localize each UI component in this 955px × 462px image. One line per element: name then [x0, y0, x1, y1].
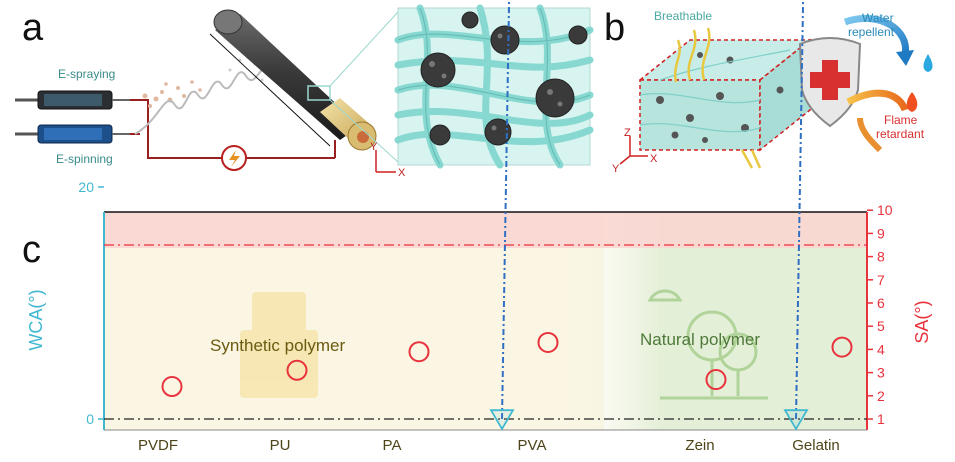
sa-tick-label: 2: [877, 388, 885, 404]
flame-label-2: retardant: [876, 127, 925, 141]
sa-marker: [705, 369, 727, 391]
panel-c-letter: c: [22, 229, 41, 271]
wca-tick-label: 20: [78, 179, 94, 195]
spinning-syringe: [15, 124, 135, 144]
synthetic-watermark-icon: [240, 292, 318, 398]
sa-tick-label: 3: [877, 365, 885, 381]
inset-axis-x: X: [398, 167, 406, 179]
flame-label-1: Flame: [884, 113, 918, 127]
wca-axis-title: WCA(°): [26, 289, 46, 350]
b-axis-x: X: [650, 153, 658, 165]
b-axis-y: Y: [612, 163, 620, 175]
category-label: PVA: [518, 437, 547, 454]
category-label: PU: [270, 437, 291, 454]
spraying-label: E-spraying: [58, 67, 115, 81]
flame-icon: [906, 92, 918, 112]
sa-tick-label: 6: [877, 295, 885, 311]
wca-before-marker: [489, 409, 515, 431]
sa-tick-label: 1: [877, 411, 885, 427]
category-label: PA: [383, 437, 402, 454]
transition-region-bg: [560, 212, 660, 430]
membrane-block: [637, 38, 813, 152]
wca-tick-label: 0: [86, 411, 94, 427]
top-band-bg: [104, 212, 867, 248]
category-label: PVDF: [138, 437, 178, 454]
sa-tick-label: 4: [877, 341, 885, 357]
category-label: Zein: [685, 437, 714, 454]
breathable-label: Breathable: [654, 9, 712, 23]
panel-c: c Synthetic polymer Natural polymer: [22, 0, 932, 454]
data-markers: [161, 331, 853, 431]
sa-marker: [161, 376, 183, 398]
plot-frame: [103, 211, 868, 431]
panel-b: b Breathable: [604, 7, 933, 175]
sa-tick-label: 9: [877, 225, 885, 241]
panel-b-letter: b: [604, 7, 625, 49]
sa-marker: [537, 331, 559, 353]
sa-tick-label: 8: [877, 249, 885, 265]
panel-a: a E-spraying E-spinning: [15, 4, 594, 179]
spinning-label: E-spinning: [56, 152, 113, 166]
synthetic-region-bg: [104, 212, 604, 430]
zoom-line-bottom: [329, 99, 399, 163]
power-supply-icon: [221, 145, 247, 171]
panel-a-letter: a: [22, 7, 44, 49]
reference-lines: [104, 244, 867, 420]
flame-arrow-icon: [846, 89, 909, 153]
sa-tick-label: 10: [877, 202, 893, 218]
roller-collector: [209, 9, 377, 151]
fiber-inset: [394, 4, 594, 169]
natural-watermark-icon: [647, 289, 768, 400]
b-axis-z: Z: [624, 127, 631, 139]
sa-tick-label: 5: [877, 318, 885, 334]
sa-axis-title: SA(°): [912, 300, 932, 343]
wca-before-marker: [783, 409, 809, 431]
wca-axis: 020406080100120140160180: [78, 179, 104, 427]
spraying-syringe: [15, 90, 135, 110]
category-labels: PVDF PU PA PVA Zein Gelatin: [138, 437, 840, 454]
spinning-jet: [134, 65, 273, 135]
zoom-line-top: [329, 11, 399, 87]
synthetic-region-label: Synthetic polymer: [210, 336, 345, 355]
inset-axis-y: Y: [370, 141, 378, 153]
breathable-swirl-icon: [673, 27, 711, 83]
sa-marker: [408, 341, 430, 363]
sa-tick-label: 7: [877, 272, 885, 288]
water-droplet-icon: [923, 54, 933, 72]
sa-marker: [831, 336, 853, 358]
circuit: [130, 99, 336, 159]
b-axes: [619, 136, 648, 165]
shield-icon: [798, 37, 862, 128]
inset-axes: [375, 150, 396, 173]
bottom-air-icon: [740, 149, 762, 169]
sa-axis: 1 2 3 4 5 6 7 8 9 10: [867, 202, 893, 427]
sa-marker: [286, 359, 308, 381]
water-label-1: Water: [862, 11, 894, 25]
category-label: Gelatin: [792, 437, 840, 454]
spray-droplets: [142, 80, 202, 108]
water-label-2: repellent: [848, 25, 895, 39]
water-arrow-icon: [843, 14, 914, 66]
natural-region-label: Natural polymer: [640, 330, 760, 349]
